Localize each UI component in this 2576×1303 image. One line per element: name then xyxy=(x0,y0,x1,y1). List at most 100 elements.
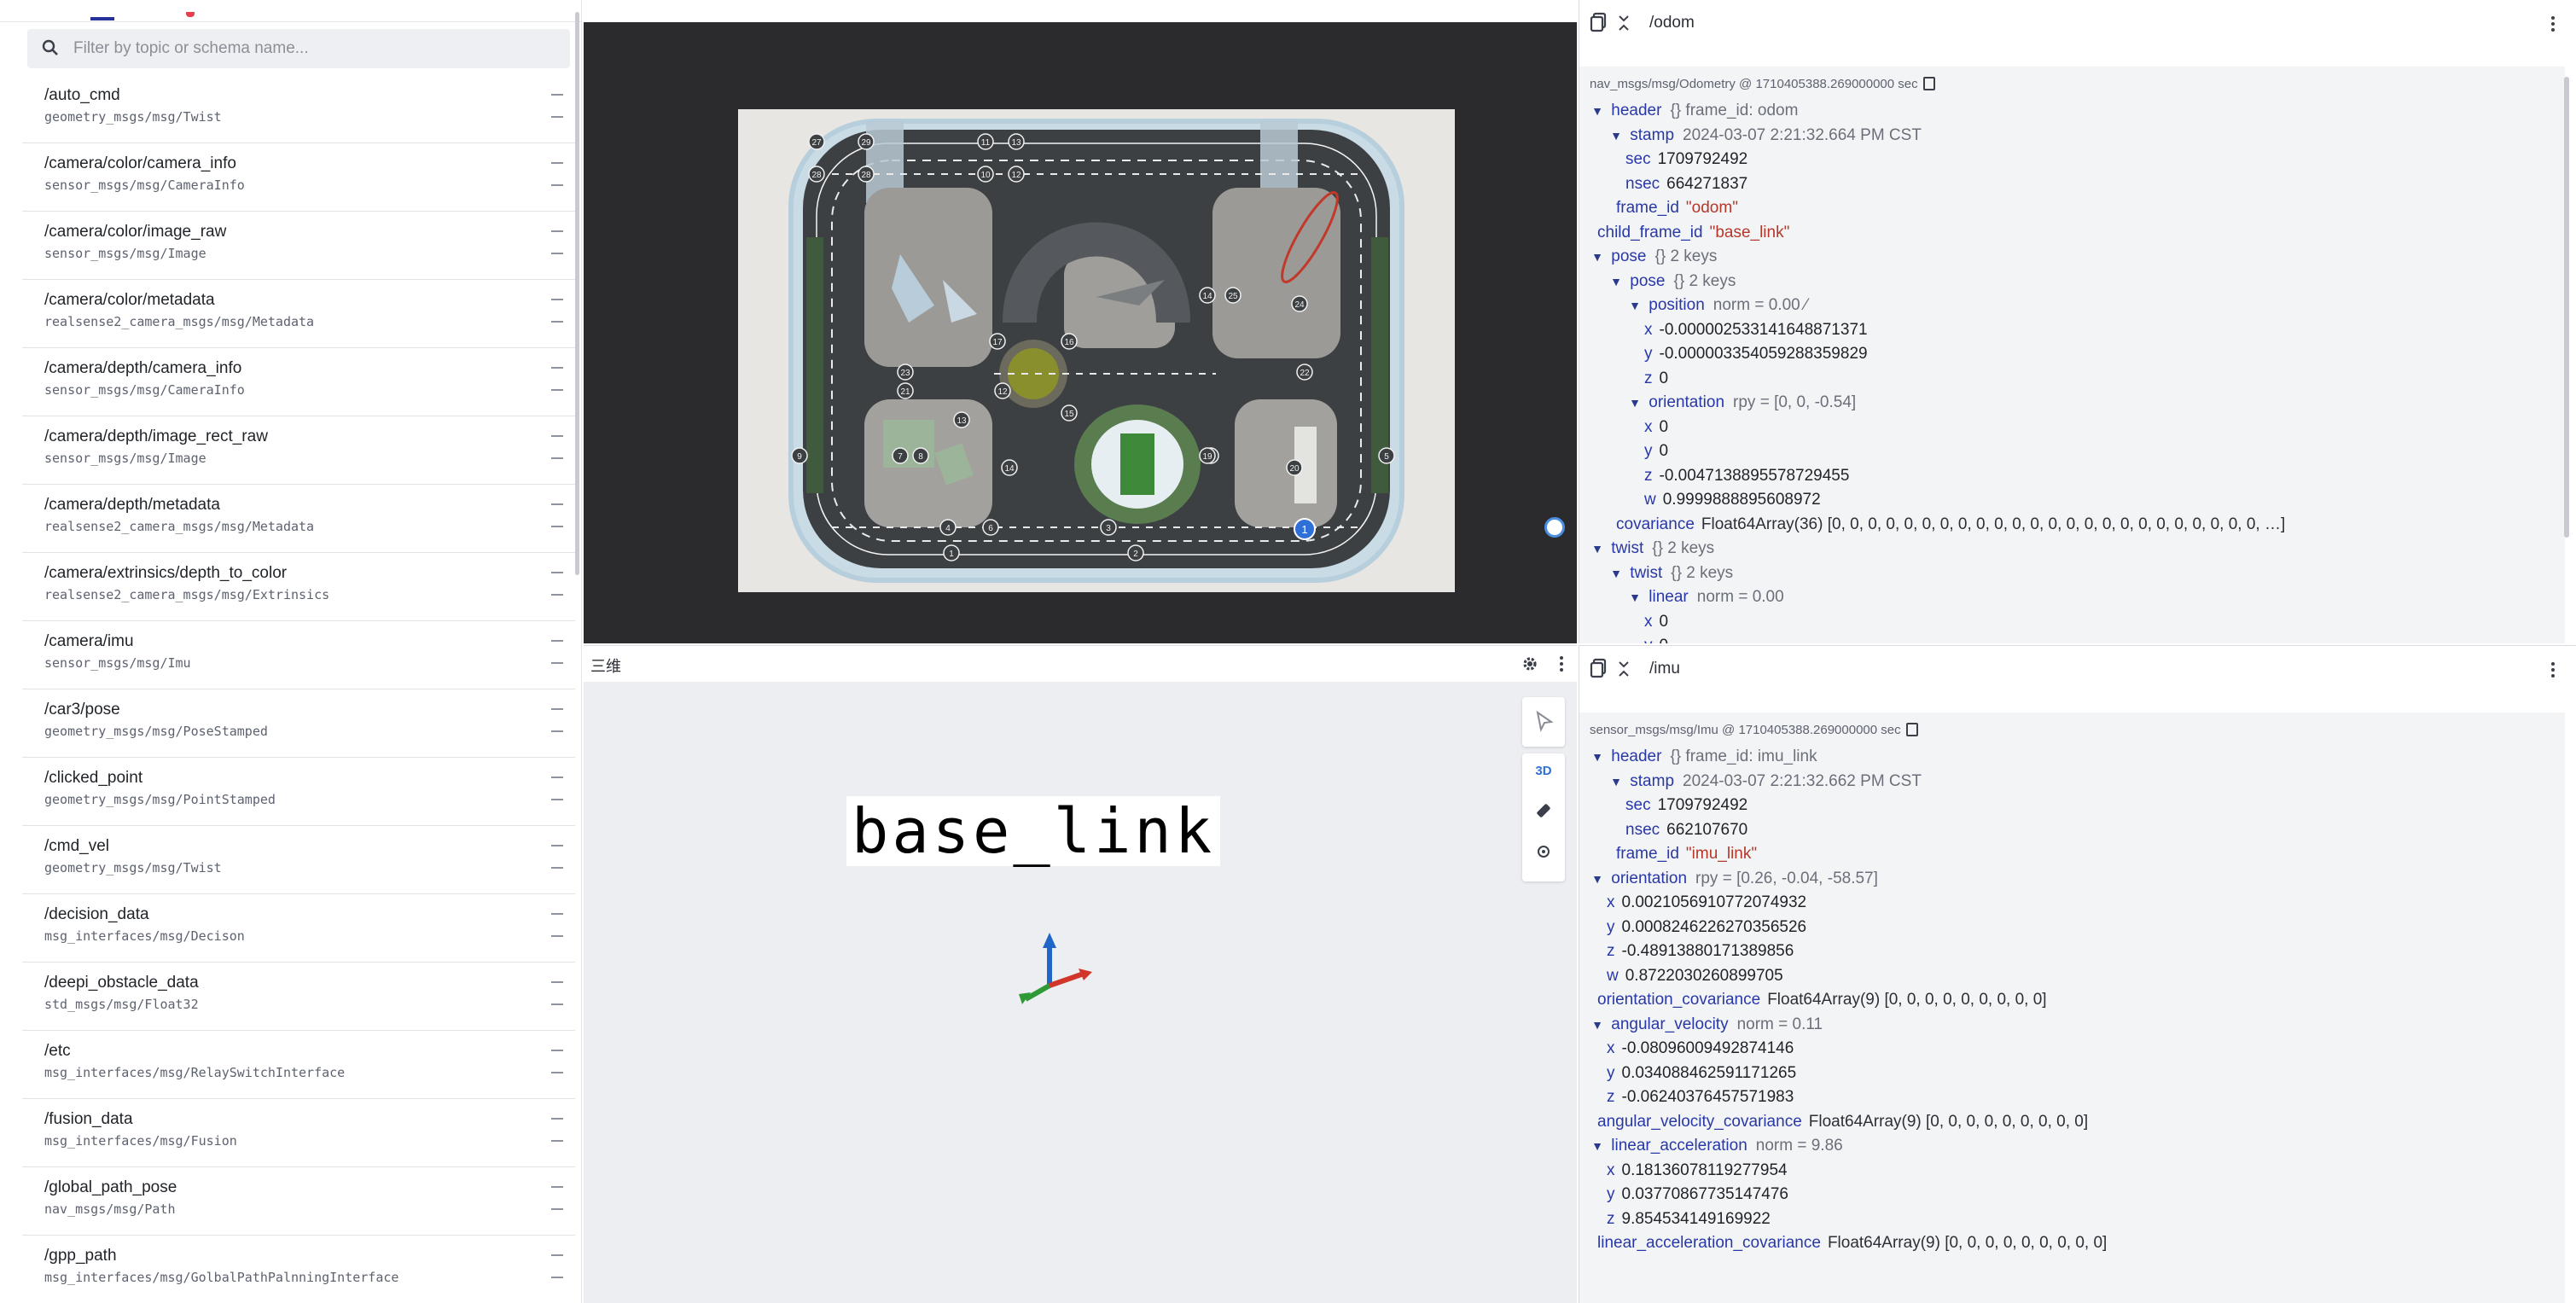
search-icon xyxy=(41,38,61,59)
field-summary: {} 2 keys xyxy=(1654,247,1718,265)
3d-mode-toggle[interactable]: 3D xyxy=(1535,764,1552,778)
expand-toggle-icon[interactable]: ▼ xyxy=(1591,871,1603,886)
message-field-row[interactable]: ▼ twist{} 2 keys xyxy=(1579,561,2561,586)
map-waypoint-marker xyxy=(858,166,875,183)
expand-toggle-icon[interactable]: ▼ xyxy=(1610,566,1622,580)
copy-message-icon[interactable] xyxy=(1922,77,1935,90)
field-key: stamp xyxy=(1630,771,1675,790)
topic-filter-input[interactable] xyxy=(73,39,551,58)
message-field-row[interactable]: ▼ pose{} 2 keys xyxy=(1579,270,2561,294)
expand-toggle-icon[interactable]: ▼ xyxy=(1591,250,1603,264)
map-waypoint-label: 12 xyxy=(997,387,1008,397)
expand-toggle-icon[interactable]: ▼ xyxy=(1591,542,1603,556)
kebab-menu-icon[interactable] xyxy=(1558,654,1565,674)
message-field-row[interactable]: ▼ pose{} 2 keys xyxy=(1579,245,2561,270)
map-waypoint-label: 14 xyxy=(1202,292,1212,301)
expand-toggle-icon[interactable]: ▼ xyxy=(1629,396,1641,410)
map-waypoint-label: 13 xyxy=(1011,138,1021,148)
expand-toggle-icon[interactable]: ▼ xyxy=(1610,774,1622,788)
topic-list-scrollbar[interactable] xyxy=(575,12,579,575)
field-key: nsec xyxy=(1625,820,1660,839)
topic-schema: sensor_msgs/msg/CameraInfo xyxy=(44,177,245,193)
map-waypoint-marker xyxy=(808,133,825,150)
expand-toggle-icon[interactable]: ▼ xyxy=(1629,590,1641,604)
collapse-icon[interactable] xyxy=(1617,14,1631,32)
map-waypoint-marker xyxy=(1199,447,1216,464)
topic-name: /camera/color/image_raw xyxy=(44,223,227,241)
map-waypoint-label: 29 xyxy=(861,138,871,148)
odom-scrollbar[interactable] xyxy=(2564,77,2569,538)
field-value: -0.06240376457571983 xyxy=(1621,1088,1794,1106)
field-string-value: "odom" xyxy=(1685,199,1738,217)
kebab-menu-icon[interactable] xyxy=(2550,660,2556,680)
map-waypoint-label: 6 xyxy=(988,524,993,533)
message-field-row[interactable]: ▼ header{} frame_id: odom xyxy=(1579,99,2561,124)
expand-toggle-icon[interactable]: ▼ xyxy=(1591,1139,1603,1153)
topic-path-input[interactable] xyxy=(1649,14,2161,32)
expand-toggle-icon[interactable]: ▼ xyxy=(1591,1017,1603,1032)
field-array-value: Float64Array(9) [0, 0, 0, 0, 0, 0, 0, 0,… xyxy=(1767,991,2047,1009)
topic-stat-indicator xyxy=(551,321,563,323)
map-waypoint-marker xyxy=(939,519,957,536)
copy-message-icon[interactable] xyxy=(1905,723,1918,736)
expand-toggle-icon[interactable]: ▼ xyxy=(1629,299,1641,312)
copy-icon[interactable] xyxy=(1590,658,1608,678)
copy-icon[interactable] xyxy=(1590,12,1608,32)
frame-label: base_link xyxy=(846,796,1221,866)
map-waypoint-marker xyxy=(1008,133,1025,150)
topic-path-input[interactable] xyxy=(1649,660,2161,678)
image-panel-marker[interactable] xyxy=(1544,517,1565,538)
field-value: 0 xyxy=(1659,417,1669,436)
select-tool-button[interactable] xyxy=(1522,697,1565,747)
expand-toggle-icon[interactable]: ▼ xyxy=(1591,104,1603,118)
kebab-menu-icon[interactable] xyxy=(2550,14,2556,34)
expand-toggle-icon[interactable]: ▼ xyxy=(1610,274,1622,288)
collapse-icon[interactable] xyxy=(1617,660,1631,678)
expand-toggle-icon[interactable]: ▼ xyxy=(1591,750,1603,764)
field-value: 664271837 xyxy=(1666,174,1748,193)
message-field-row[interactable]: ▼ header{} frame_id: imu_link xyxy=(1579,745,2561,770)
imu-message-body: sensor_msgs/msg/Imu @ 1710405388.2690000… xyxy=(1579,713,2565,1303)
field-key: angular_velocity_covariance xyxy=(1597,1112,1802,1131)
topic-filter[interactable] xyxy=(27,29,570,68)
expand-toggle-icon[interactable]: ▼ xyxy=(1610,128,1622,143)
field-value: -0.004713889557872945​5 xyxy=(1659,466,1850,485)
target-icon[interactable] xyxy=(1536,844,1551,859)
field-key: x xyxy=(1644,612,1653,631)
field-value: -0.000003354059288359829 xyxy=(1659,345,1868,363)
message-field-row[interactable]: ▼ twist{} 2 keys xyxy=(1579,537,2561,561)
map-waypoint-label: 25 xyxy=(1228,292,1238,301)
gear-icon[interactable] xyxy=(1521,654,1539,673)
ruler-icon[interactable] xyxy=(1534,801,1553,820)
